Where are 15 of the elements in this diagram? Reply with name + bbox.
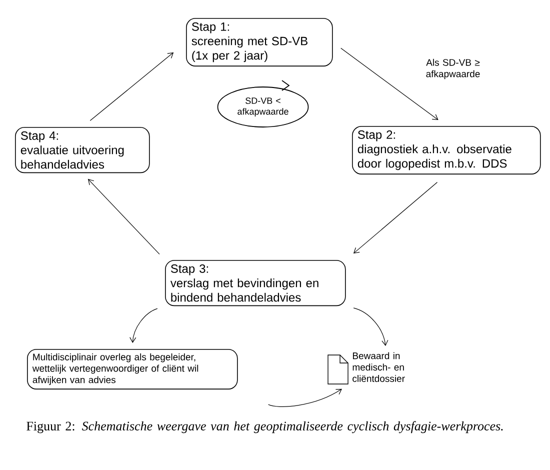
step-box: Stap 3: verslag met bevindingen en bindend behandeladvies [165,260,346,306]
arrow [130,308,158,343]
step-box: Multidisciplinair overleg als begeleider, wettelijk vertegenwoordiger of cliënt wil afwijken van advies [27,349,238,390]
edge-label: Als SD-VB ≥ afkapwaarde [417,58,489,80]
arrow [268,388,342,407]
arrow [90,52,174,121]
step-box: Stap 4: evaluatie uitvoering behandeladvies [15,127,150,174]
arrow [88,178,160,254]
arrow [340,48,438,120]
step-box: Stap 1: screening met SD-VB (1x per 2 jaar) [186,18,333,66]
arrow [353,182,438,254]
document-note: Bewaard in medisch- en cliëntdossier [352,352,405,382]
arrow [353,308,388,346]
caption: Figuur 2: Schematische weergave van het geoptimaliseerde cyclisch dysfagie-werkproces. [26,421,503,434]
step-box: Stap 2: diagnostiek a.h.v. observatie door logopedist m.b.v. DDS [352,126,541,174]
